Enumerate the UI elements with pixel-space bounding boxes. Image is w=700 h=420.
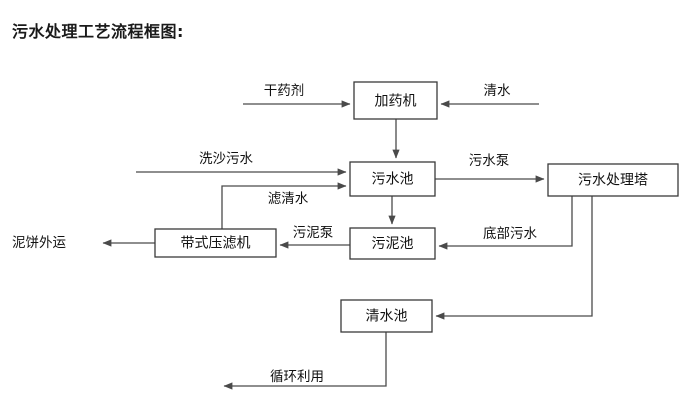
node-dosing-machine-box [353,81,438,120]
edge-label-recycle-use: 循环利用 [270,369,324,385]
edge-clean-water: 清水 [440,83,539,108]
edge-bottom-sewage: 底部污水 [438,196,573,250]
node-belt-press-label: 带式压滤机 [181,236,251,252]
edge-label-sewage-pump: 污水泵 [469,153,510,169]
edge-dry-agent: 干药剂 [243,83,351,108]
edge-recycle-use: 循环利用 [223,332,387,390]
edge-label-dry-agent: 干药剂 [264,83,305,99]
edge-filtrate: 滤清水 [221,182,347,229]
edge-label-sludge-pump: 污泥泵 [293,225,334,241]
edge-label-bottom-sewage: 底部污水 [483,226,537,242]
node-treatment-tower[interactable]: 污水处理塔 [547,163,679,197]
node-belt-press-box [154,228,277,258]
node-treatment-tower-box [547,163,679,197]
edge-sludge-pump: 污泥泵 [279,225,350,249]
edge-wash-sand-sewage: 洗沙污水 [136,151,347,176]
node-treatment-tower-label: 污水处理塔 [578,173,648,189]
node-clean-pool-label: 清水池 [366,309,408,325]
edge-filtrate-line [221,182,347,229]
node-sewage-pool-box [349,161,436,197]
edge-label-wash-sand-sewage: 洗沙污水 [199,151,253,167]
edge-label-clean-water: 清水 [484,83,511,99]
node-sewage-pool[interactable]: 污水池 [349,161,436,197]
node-dosing-machine-label: 加药机 [375,94,417,110]
edge-label-filtrate: 滤清水 [268,191,309,207]
node-sludge-pool-label: 污泥池 [372,236,414,252]
edge-bottom-sewage-line [438,196,573,250]
node-belt-press[interactable]: 带式压滤机 [154,228,277,258]
edge-recycle-use-line [223,332,387,390]
edge-tower-to-clean-pool [435,196,593,320]
node-sewage-pool-label: 污水池 [372,172,414,188]
edge-mud-cake-out: 泥饼外运 [12,235,155,251]
edge-tower-to-clean-pool-line [435,196,593,320]
node-clean-pool[interactable]: 清水池 [340,299,433,333]
node-clean-pool-box [340,299,433,333]
node-sludge-pool-box [349,227,436,260]
node-sludge-pool[interactable]: 污泥池 [349,227,436,260]
page-title: 污水处理工艺流程框图: [12,22,184,41]
edge-sewage-pump: 污水泵 [435,153,545,183]
edge-label-mud-cake-out: 泥饼外运 [12,235,66,251]
node-dosing-machine[interactable]: 加药机 [353,81,438,120]
